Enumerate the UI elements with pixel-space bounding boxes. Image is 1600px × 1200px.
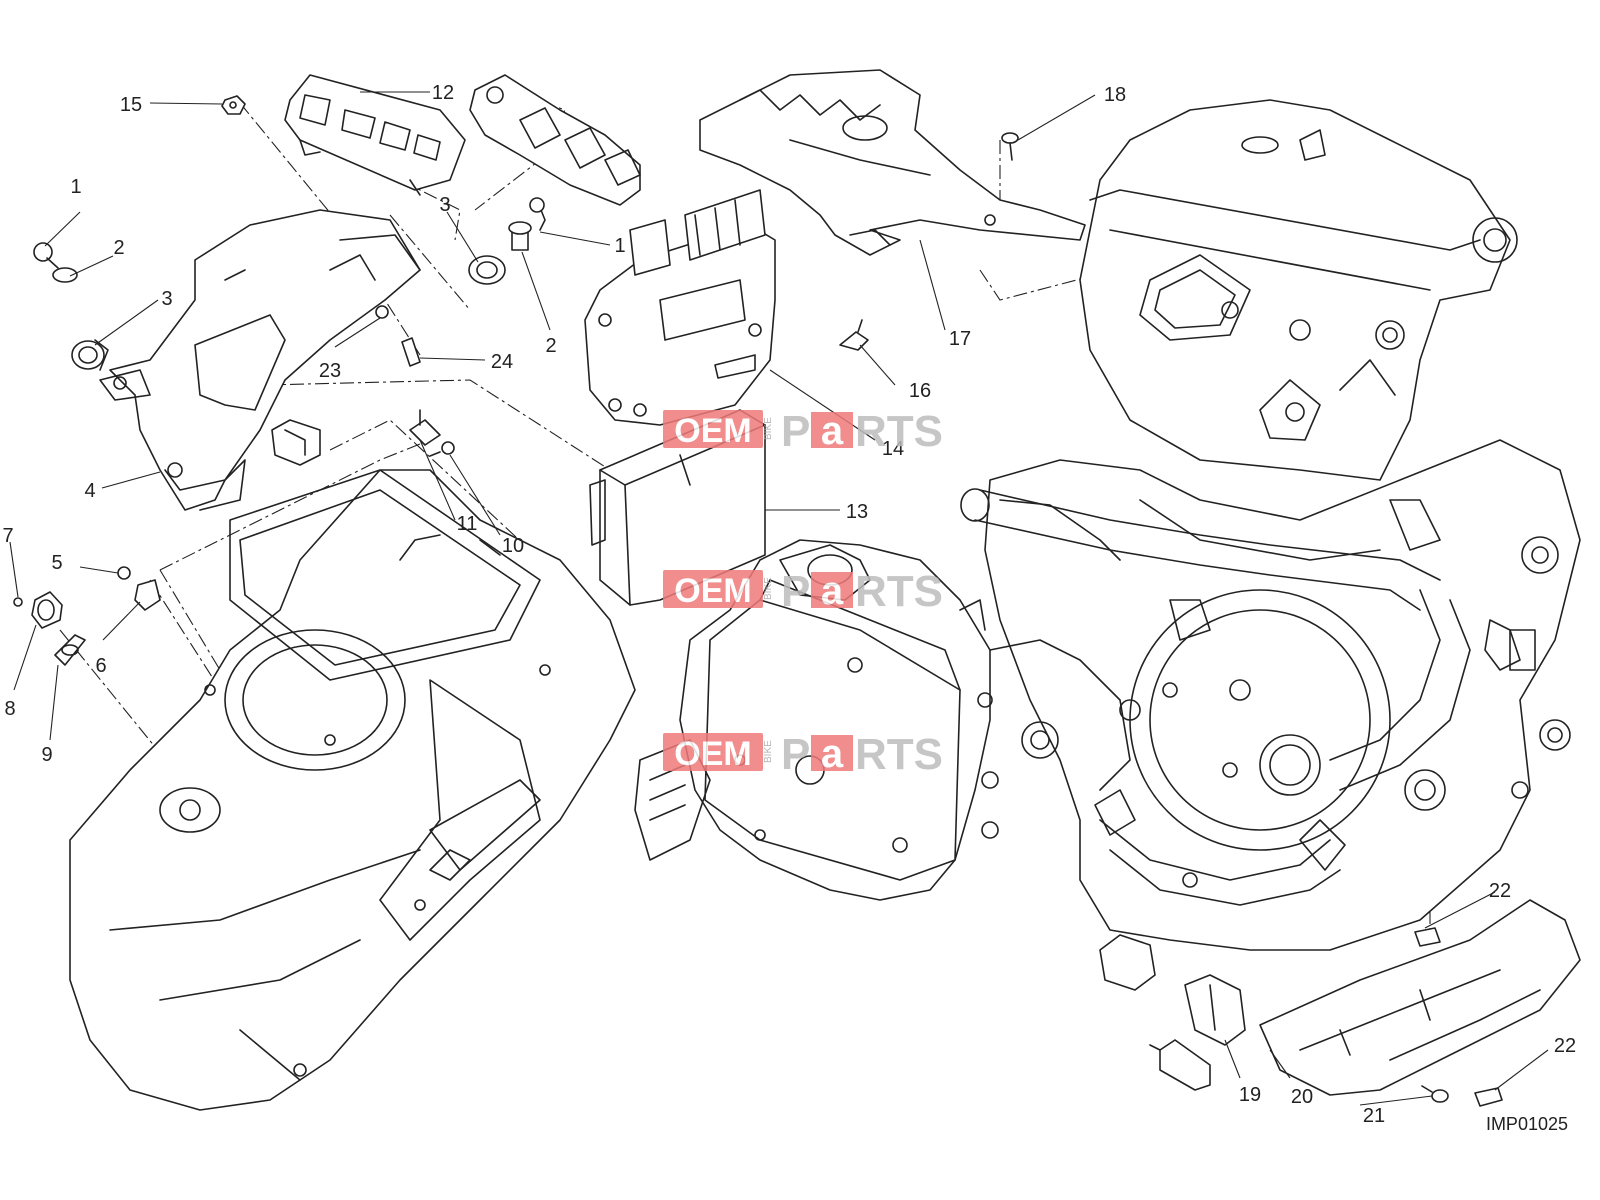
svg-text:a: a <box>821 409 844 453</box>
callout-19: 19 <box>1239 1084 1261 1106</box>
callout-24: 24 <box>491 351 513 373</box>
connector-bottom <box>1099 934 1211 1091</box>
airbox-lower-housing <box>69 469 636 1111</box>
callout-2-left: 2 <box>113 237 124 259</box>
callout-15: 15 <box>120 94 142 116</box>
watermark-logo-top: OEM BIKE P a RTS <box>663 407 943 456</box>
leader-lines <box>9 91 1549 1106</box>
relay-block <box>469 74 641 206</box>
pad-part-22-bottom <box>1474 1087 1503 1107</box>
ecu-module-part-14 <box>584 189 776 426</box>
screw-part-7 <box>13 597 23 607</box>
connector-left <box>271 419 321 466</box>
svg-text:P: P <box>781 730 810 779</box>
svg-text:P: P <box>781 407 810 456</box>
engine-assembly <box>634 99 1581 951</box>
grommet-part-3-right <box>468 255 506 285</box>
watermark-logo-middle: OEM BIKE P a RTS <box>663 567 943 616</box>
screw-part-5 <box>117 566 131 580</box>
diagram-reference-code: IMP01025 <box>1486 1114 1568 1134</box>
screw-part-18 <box>1001 132 1019 161</box>
callout-22-bottom: 22 <box>1554 1035 1576 1057</box>
callout-3-right: 3 <box>439 194 450 216</box>
callout-9: 9 <box>41 744 52 766</box>
callout-17: 17 <box>949 328 971 350</box>
callout-2-right: 2 <box>545 335 556 357</box>
callout-20: 20 <box>1291 1086 1313 1108</box>
svg-text:a: a <box>821 732 844 776</box>
clip-part-6 <box>134 579 161 611</box>
ecu-bracket-part-4 <box>99 209 421 511</box>
pad-part-22-top <box>1414 927 1441 947</box>
callout-1-left: 1 <box>70 176 81 198</box>
sleeve-part-24 <box>401 337 421 367</box>
callout-labels: 1 2 3 1 2 3 4 5 6 7 8 9 10 11 12 13 14 1… <box>2 82 1576 1134</box>
clip-part-23 <box>375 305 389 319</box>
top-cover-part-17 <box>699 69 1086 256</box>
svg-text:OEM: OEM <box>674 735 751 773</box>
callout-18: 18 <box>1104 84 1126 106</box>
callout-8: 8 <box>4 698 15 720</box>
callout-12: 12 <box>432 82 454 104</box>
small-parts <box>13 95 1581 1107</box>
cover-part-19 <box>1184 974 1246 1046</box>
callout-21: 21 <box>1363 1105 1385 1127</box>
callout-23: 23 <box>319 360 341 382</box>
callout-22-top: 22 <box>1489 880 1511 902</box>
screw-part-10 <box>429 441 455 457</box>
clip-part-16 <box>839 319 869 351</box>
spacer-part-2-right <box>508 221 532 251</box>
callout-1-right: 1 <box>614 235 625 257</box>
callout-5: 5 <box>51 552 62 574</box>
callout-14: 14 <box>882 438 904 460</box>
nut-part-15 <box>221 95 246 115</box>
svg-text:BIKE: BIKE <box>763 417 774 440</box>
svg-text:OEM: OEM <box>674 412 751 450</box>
svg-text:P: P <box>781 567 810 616</box>
callout-3-left: 3 <box>161 288 172 310</box>
screw-part-21 <box>1421 1085 1449 1103</box>
callout-7: 7 <box>2 525 13 547</box>
clamp-part-8 <box>31 591 63 629</box>
cover-part-12 <box>284 74 466 196</box>
svg-text:a: a <box>821 569 844 613</box>
callout-13: 13 <box>846 501 868 523</box>
watermark-logos: OEM BIKE P a RTS OEM BIKE P a RTS OEM BI… <box>663 407 943 779</box>
callout-10: 10 <box>502 535 524 557</box>
svg-text:BIKE: BIKE <box>763 577 774 600</box>
callout-11: 11 <box>457 513 478 535</box>
svg-text:RTS: RTS <box>855 407 943 456</box>
bracket-part-11 <box>409 409 441 446</box>
svg-text:RTS: RTS <box>855 730 943 779</box>
svg-text:BIKE: BIKE <box>763 740 774 763</box>
callout-16: 16 <box>909 380 931 402</box>
callout-4: 4 <box>84 480 95 502</box>
grommet-part-9 <box>54 634 86 666</box>
rail-part-20 <box>1259 899 1581 1096</box>
svg-text:RTS: RTS <box>855 567 943 616</box>
watermark-logo-bottom: OEM BIKE P a RTS <box>663 730 943 779</box>
grommet-part-3-left <box>71 339 109 371</box>
svg-text:OEM: OEM <box>674 572 751 610</box>
screw-part-1-left <box>33 242 59 269</box>
callout-6: 6 <box>95 655 106 677</box>
screw-part-1-right <box>529 197 546 231</box>
washer-part-2-left <box>52 267 78 283</box>
